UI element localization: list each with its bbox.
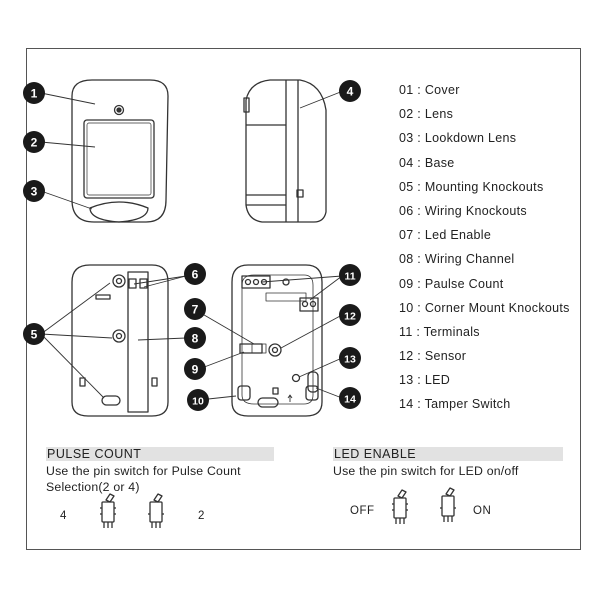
callout-5: 5 [31, 328, 38, 342]
base-interior-view [231, 264, 323, 417]
cover-outline [71, 79, 169, 223]
legend-item: 14 : Tamper Switch [399, 397, 511, 412]
callout-13: 13 [344, 354, 356, 366]
pulse-count-label-2: 2 [198, 510, 205, 522]
callout-12: 12 [344, 311, 356, 323]
callout-1: 1 [31, 87, 38, 101]
callout-8: 8 [192, 332, 199, 346]
side-view [243, 79, 327, 223]
led-switch-off [392, 489, 408, 524]
pulse-count-title: PULSE COUNT [46, 447, 274, 461]
legend-item: 01 : Cover [399, 83, 460, 97]
legend-item: 12 : Sensor [399, 349, 467, 364]
pulse-count-jumper [239, 343, 263, 354]
callout-11: 11 [344, 271, 355, 283]
led [291, 373, 301, 383]
legend-item: 03 : Lookdown Lens [399, 131, 517, 146]
base-outline [71, 264, 169, 417]
legend-item: 04 : Base [399, 155, 455, 170]
legend-item: 05 : Mounting Knockouts [399, 179, 544, 194]
leader-lines [40, 90, 344, 401]
terminals-left [241, 275, 271, 289]
lens-window [83, 119, 155, 199]
led-enable-instructions: Use the pin switch for LED on/off [333, 464, 519, 478]
sensor [268, 343, 282, 357]
mounting-knockout-bottom [101, 395, 121, 406]
callout-2: 2 [31, 136, 38, 150]
front-view [71, 79, 169, 223]
led-enable-panel: LED ENABLE Use the pin switch for LED on… [333, 447, 563, 479]
pulse-count-panel: PULSE COUNT Use the pin switch for Pulse… [46, 447, 274, 495]
wiring-channel [127, 271, 149, 413]
led-label-off: OFF [350, 505, 375, 517]
callout-14: 14 [344, 394, 356, 406]
tamper-switch [307, 371, 319, 393]
lookdown-lens [89, 201, 149, 223]
callout-6: 6 [192, 268, 199, 282]
corner-knockout [257, 397, 279, 408]
callout-4: 4 [347, 85, 354, 99]
led-switch-on [440, 487, 456, 522]
legend-item: 08 : Wiring Channel [399, 252, 515, 267]
legend-item: 07 : Led Enable [399, 228, 492, 243]
led-label-on: ON [473, 505, 492, 517]
callout-3: 3 [31, 185, 38, 199]
pulse-count-switch-2 [148, 493, 164, 528]
callout-7: 7 [192, 303, 199, 317]
legend-item: 13 : LED [399, 373, 451, 388]
legend-item: 11 : Terminals [399, 324, 480, 339]
legend-item: 02 : Lens [399, 107, 454, 122]
pulse-count-switch-4 [100, 493, 116, 528]
legend-item: 09 : Paulse Count [399, 276, 504, 291]
callout-10: 10 [192, 396, 204, 408]
mounting-knockout-middle [112, 329, 126, 343]
legend-item: 10 : Corner Mount Knockouts [399, 300, 570, 315]
led-enable-jumper [251, 343, 267, 354]
base-back-view [71, 264, 169, 417]
led-enable-title: LED ENABLE [333, 447, 563, 461]
front-led-dot [113, 104, 125, 116]
legend-item: 06 : Wiring Knockouts [399, 203, 527, 218]
parts-legend: 01 : Cover 02 : Lens 03 : Lookdown Lens … [399, 80, 570, 419]
pulse-count-label-4: 4 [60, 510, 67, 522]
callout-9: 9 [192, 363, 199, 377]
terminals-right [299, 297, 319, 312]
pulse-count-instructions: Use the pin switch for Pulse Count Selec… [46, 464, 241, 494]
mounting-knockout-top [112, 274, 126, 288]
diagram-frame [26, 48, 581, 550]
